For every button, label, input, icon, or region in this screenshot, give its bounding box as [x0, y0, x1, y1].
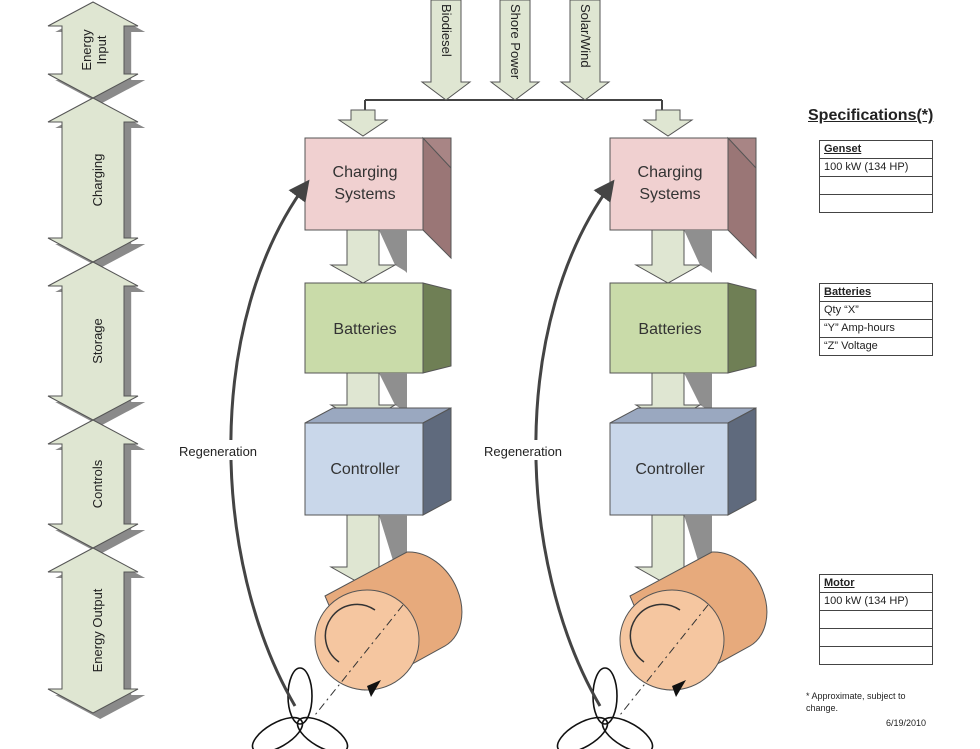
approximation-note: * Approximate, subject to change. — [806, 691, 906, 713]
stage-label-line: Input — [94, 35, 109, 64]
stage-label: Energy Output — [90, 588, 105, 672]
motor-axis — [619, 604, 709, 716]
feed-arrow — [642, 109, 694, 137]
feed-arrow — [337, 109, 389, 137]
controller-box-label: Controller — [330, 461, 400, 478]
source-arrows: Biodiesel Shore Power Solar/Wind — [364, 0, 663, 110]
batteries-box-front — [609, 282, 729, 374]
stage-label-line: Charging — [90, 154, 105, 207]
motor-end-face — [619, 589, 725, 691]
motor-end-face — [314, 589, 420, 691]
source-label: Biodiesel — [439, 4, 454, 57]
stage-label-line: Controls — [90, 459, 105, 508]
specifications-title: Specifications(*) — [808, 107, 934, 124]
motor-row — [820, 629, 932, 647]
regeneration-label: Regeneration — [484, 444, 562, 459]
charging-box-depth — [727, 136, 757, 260]
charging-box-label-line: Charging — [638, 164, 703, 181]
flow-arrow — [634, 229, 702, 284]
regeneration-label-bg — [169, 440, 267, 460]
charging-box-front — [304, 137, 424, 231]
motor-rotation-arc — [629, 603, 681, 663]
propeller-blade — [296, 716, 349, 749]
motor-spec-table: Motor 100 kW (134 HP) — [819, 574, 933, 665]
batteries-spec-table: Batteries Qty “X” “Y” Amp-hours “Z” Volt… — [819, 283, 933, 356]
flow-arrow — [329, 229, 397, 284]
controller-box-side — [727, 407, 757, 516]
stage-column: EnergyInputChargingStorageControlsEnergy… — [47, 1, 146, 719]
source-arrow — [559, 0, 611, 101]
flow-arrow-shadow — [684, 373, 712, 413]
flow-arrow-shadow — [684, 230, 712, 273]
genset-row: 100 kW (134 HP) — [820, 159, 932, 177]
motor-rotation-arrowhead — [672, 680, 686, 697]
propeller-blade — [592, 667, 618, 725]
motor-axis — [314, 604, 404, 716]
batteries-box-label: Batteries — [638, 321, 701, 338]
charging-box-label-line: Systems — [639, 186, 700, 203]
charging-box-label-line: Charging — [333, 164, 398, 181]
stage-label: Charging — [90, 154, 105, 207]
batteries-row: Qty “X” — [820, 302, 932, 320]
motor-row: 100 kW (134 HP) — [820, 593, 932, 611]
propeller-blade — [601, 716, 654, 749]
charging-box-front — [609, 137, 729, 231]
source-label: Solar/Wind — [578, 4, 593, 68]
motor-row — [820, 611, 932, 629]
regeneration-label: Regeneration — [179, 444, 257, 459]
controller-box-label: Controller — [635, 461, 705, 478]
controller-box-front — [304, 422, 424, 516]
charging-box-depth — [422, 136, 452, 260]
genset-spec-table: Genset 100 kW (134 HP) — [819, 140, 933, 213]
source-arrow — [489, 0, 541, 101]
stage-label-line: Storage — [90, 318, 105, 364]
source-label: Shore Power — [508, 4, 523, 80]
stage-label: EnergyInput — [79, 29, 109, 71]
motor-header: Motor — [820, 575, 932, 593]
genset-row — [820, 195, 932, 212]
batteries-row: “Y” Amp-hours — [820, 320, 932, 338]
controller-box-front — [609, 422, 729, 516]
propeller-blade — [556, 716, 609, 749]
source-arrow — [420, 0, 472, 101]
diagram-date: 6/19/2010 — [886, 718, 927, 728]
charging-box-label-line: Systems — [334, 186, 395, 203]
batteries-box-side — [422, 282, 452, 374]
propeller-blade — [287, 667, 313, 725]
motor-row — [820, 647, 932, 664]
stage-label-line: Energy — [79, 29, 94, 71]
batteries-row: “Z” Voltage — [824, 340, 878, 352]
stage-label: Storage — [90, 318, 105, 364]
propeller-blade — [251, 716, 304, 749]
stage-label-line: Energy Output — [90, 588, 105, 672]
flow-arrow-shadow — [379, 230, 407, 273]
motor-rotation-arc — [324, 603, 376, 663]
genset-header: Genset — [820, 141, 932, 159]
flow-arrow-shadow — [379, 373, 407, 413]
controller-box-side — [422, 407, 452, 516]
genset-row — [820, 177, 932, 195]
regeneration-label-bg — [474, 440, 572, 460]
stage-arrow — [47, 547, 139, 714]
batteries-box-label: Batteries — [333, 321, 396, 338]
motor-rotation-arrowhead — [367, 680, 381, 697]
stage-label: Controls — [90, 459, 105, 508]
batteries-header: Batteries — [820, 284, 932, 302]
batteries-box-side — [727, 282, 757, 374]
batteries-box-front — [304, 282, 424, 374]
